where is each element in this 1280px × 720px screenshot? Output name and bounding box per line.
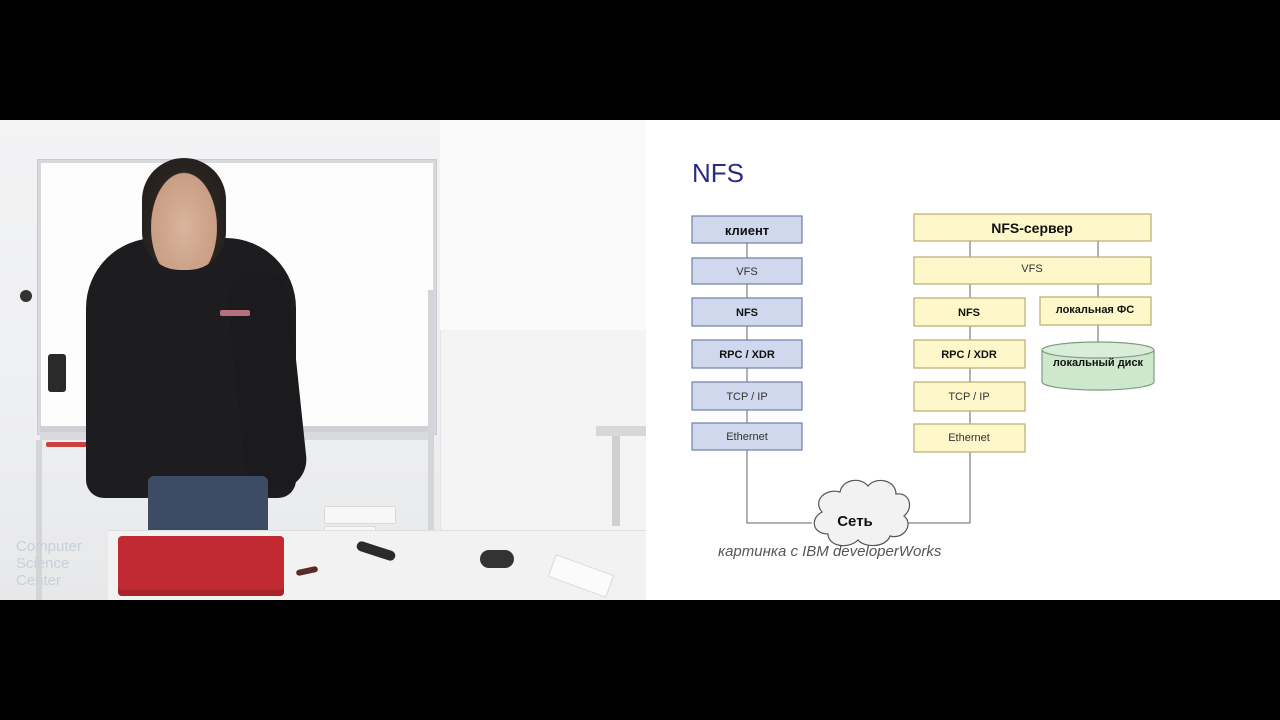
letterbox-top	[0, 0, 1280, 120]
client-nfs-label: NFS	[736, 307, 758, 319]
local-fs-label: локальная ФС	[1056, 304, 1135, 316]
server-tcp-label: TCP / IP	[948, 391, 989, 403]
server-vfs-label: VFS	[1021, 263, 1042, 275]
presentation-slide: NFS клиент VFS NFS	[646, 120, 1280, 600]
client-ethernet-box	[691, 422, 803, 451]
client-rpc-box	[691, 339, 803, 369]
jacket-logo	[220, 310, 250, 316]
logo-line: Center	[16, 572, 62, 589]
logo-line: Science	[16, 555, 70, 572]
client-rpc-label: RPC / XDR	[719, 349, 775, 361]
server-stack: NFS-сервер VFS NFS RPC / XDR TCP / IP Et…	[913, 213, 1155, 453]
slide-title: NFS	[692, 158, 744, 188]
server-tcp-box	[913, 381, 1026, 412]
lecture-video-pane: Computer Science Center	[0, 120, 646, 600]
server-ethernet-box	[913, 423, 1026, 453]
client-nfs-box	[691, 297, 803, 327]
marker	[46, 442, 92, 447]
board-clip	[48, 354, 66, 392]
server-nfs-label: NFS	[958, 307, 980, 319]
client-tcp-label: TCP / IP	[726, 391, 767, 403]
client-header-box	[691, 215, 803, 244]
lecturer-head	[142, 158, 226, 270]
local-disk-label: локальный диск	[1053, 357, 1144, 369]
server-ethernet-label: Ethernet	[948, 432, 990, 444]
server-vfs-box	[913, 256, 1152, 285]
network-cloud: Сеть	[813, 479, 911, 547]
power-socket	[324, 506, 396, 524]
server-rpc-box	[913, 339, 1026, 369]
client-stack: клиент VFS NFS RPC / XDR TCP / IP Ethern…	[691, 215, 803, 451]
board-knob	[20, 290, 32, 302]
network-label: Сеть	[837, 513, 873, 530]
nfs-architecture-diagram: клиент VFS NFS RPC / XDR TCP / IP Ethern…	[691, 213, 1155, 547]
client-vfs-box	[691, 257, 803, 285]
logo-line: Computer	[16, 538, 82, 555]
server-header-box	[913, 213, 1152, 242]
server-rpc-label: RPC / XDR	[941, 349, 997, 361]
server-network-link	[904, 452, 971, 524]
slide-caption: картинка с IBM developerWorks	[718, 543, 942, 560]
client-header-label: клиент	[725, 223, 769, 238]
local-fs-box	[1039, 296, 1152, 326]
whiteboard-leg-left	[36, 440, 42, 600]
side-table-leg	[612, 436, 620, 526]
whiteboard-leg-right	[428, 290, 434, 600]
side-table	[596, 426, 646, 436]
local-disk-cylinder: локальный диск	[1041, 341, 1155, 391]
client-vfs-label: VFS	[736, 266, 757, 278]
server-header-label: NFS-сервер	[991, 220, 1073, 236]
laptop	[118, 536, 284, 596]
letterbox-bottom	[0, 600, 1280, 720]
client-tcp-box	[691, 381, 803, 411]
client-network-link	[746, 450, 812, 524]
computer-science-center-logo: Computer Science Center	[16, 538, 82, 589]
client-ethernet-label: Ethernet	[726, 431, 768, 443]
computer-mouse	[480, 550, 514, 568]
server-nfs-box	[913, 297, 1026, 327]
